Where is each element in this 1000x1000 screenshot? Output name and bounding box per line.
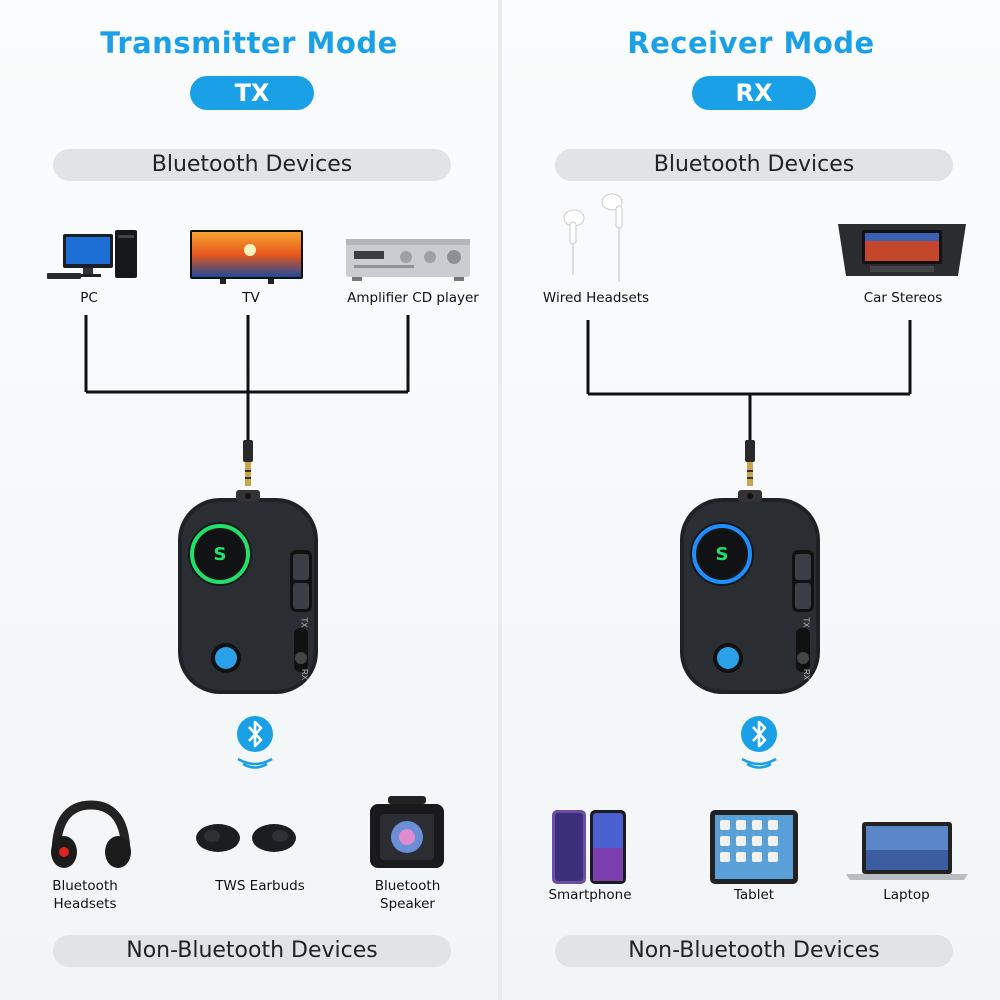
pc-icon: [43, 226, 138, 284]
device-label-earbuds: TWS Earbuds: [215, 878, 305, 894]
speaker-icon: [368, 796, 446, 871]
device-label-pc: PC: [80, 290, 98, 306]
laptop-icon: [842, 820, 972, 882]
transmitter-mode-title: Transmitter Mode: [100, 26, 398, 60]
earbuds-icon: [194, 818, 304, 858]
transmitter-panel: Transmitter Mode TX Bluetooth Devices PC: [0, 0, 498, 1000]
bluetooth-devices-bar: Bluetooth Devices: [555, 149, 953, 181]
adapter-device: S TX RX: [176, 488, 322, 698]
non-bluetooth-devices-bar: Non-Bluetooth Devices: [555, 935, 953, 967]
amplifier-icon: [344, 235, 472, 283]
bluetooth-devices-bar: Bluetooth Devices: [53, 149, 451, 181]
tablet-icon: [708, 808, 800, 886]
non-bluetooth-devices-bar: Non-Bluetooth Devices: [53, 935, 451, 967]
receiver-mode-title: Receiver Mode: [627, 26, 875, 60]
switch-label-rx: RX: [802, 668, 812, 681]
tx-badge: TX: [190, 76, 314, 110]
tv-icon: [190, 230, 303, 285]
cable-diagram: [0, 0, 498, 500]
switch-label-tx: TX: [299, 617, 309, 628]
smartphone-icon: [550, 808, 630, 886]
device-label-amplifier: Amplifier CD player: [347, 290, 479, 306]
cable-diagram: [502, 0, 1000, 500]
device-label-tv: TV: [242, 290, 260, 306]
switch-label-rx: RX: [300, 668, 310, 681]
device-label-wired-headsets: Wired Headsets: [542, 290, 650, 306]
bluetooth-icon: [734, 714, 784, 774]
device-label-laptop: Laptop: [883, 887, 930, 903]
device-label-tablet: Tablet: [733, 887, 775, 903]
switch-label-tx: TX: [801, 617, 811, 628]
adapter-device: S TX RX: [678, 488, 824, 698]
rx-badge: RX: [692, 76, 816, 110]
bluetooth-icon: [230, 714, 280, 774]
svg-text:S: S: [716, 544, 729, 565]
headphones-icon: [46, 800, 136, 870]
receiver-panel: Receiver Mode RX Bluetooth Devices Wired…: [502, 0, 1000, 1000]
car-stereo-icon: [834, 220, 970, 280]
device-label-smartphone: Smartphone: [548, 887, 632, 903]
earphones-icon: [556, 190, 636, 285]
svg-text:S: S: [214, 544, 227, 565]
device-label-car-stereos: Car Stereos: [863, 290, 943, 306]
